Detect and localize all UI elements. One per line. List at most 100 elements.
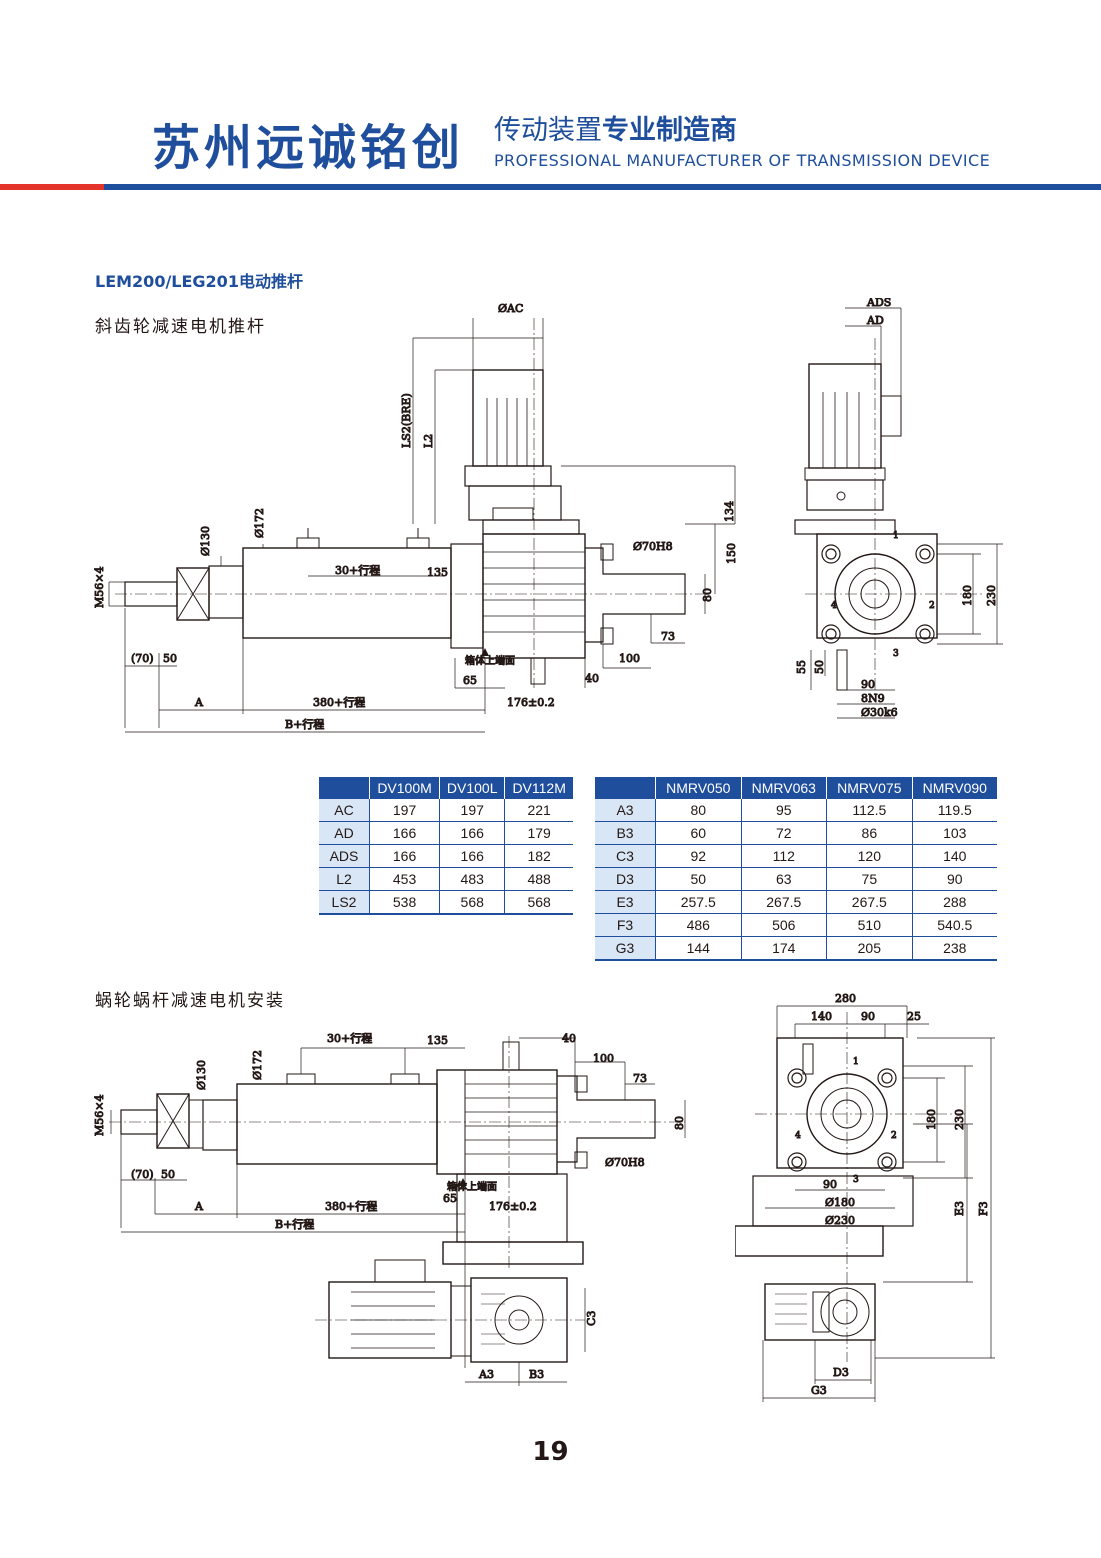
table-cell: 257.5 xyxy=(655,890,742,914)
table-cell: 119.5 xyxy=(911,799,997,822)
table-cell: 483 xyxy=(439,867,505,891)
dim-230: 230 xyxy=(985,585,998,606)
tagline-cn-bold: 专业制造商 xyxy=(602,115,737,146)
table-cell: 238 xyxy=(911,936,997,961)
drawing-helical-side: ØAC LS2(BRE) L2 134 150 Ø70H8 80 73 100 … xyxy=(93,302,739,733)
dim-50: 50 xyxy=(163,652,177,665)
drawing-worm-side: 30+行程 135 40 100 73 80 Ø70H8 Ø172 Ø130 M… xyxy=(93,1032,687,1386)
table-cell: 72 xyxy=(740,821,827,845)
dim-oac: ØAC xyxy=(498,302,523,315)
dim-e3: E3 xyxy=(953,1201,966,1216)
table-cell: 75 xyxy=(826,867,913,891)
table-motor-header: DV100M xyxy=(368,777,440,799)
dim-50: 50 xyxy=(161,1168,175,1181)
table-motor-header: DV100L xyxy=(439,777,505,799)
dim-90b: 90 xyxy=(823,1178,837,1191)
dim-65: 65 xyxy=(463,674,477,687)
table-cell: 179 xyxy=(504,821,573,845)
table-cell: 166 xyxy=(368,844,440,868)
table-cell: 267.5 xyxy=(826,890,913,914)
row-header: F3 xyxy=(595,913,656,937)
dim-130: Ø130 xyxy=(195,1060,208,1090)
table-cell: 90 xyxy=(911,867,997,891)
table-worm-header: NMRV075 xyxy=(826,777,913,799)
dim-172: Ø172 xyxy=(251,1050,264,1080)
row-header: A3 xyxy=(595,799,656,822)
table-cell: 144 xyxy=(655,936,742,961)
table-cell: 221 xyxy=(504,799,573,822)
dim-a: A xyxy=(194,1200,204,1213)
dim-150: 150 xyxy=(725,543,738,564)
table-worm-header: NMRV063 xyxy=(740,777,827,799)
drawing-worm-front: 280 140 90 25 180 230 90 Ø180 Ø230 E3 F3… xyxy=(735,992,995,1402)
dim-230: 230 xyxy=(953,1109,966,1130)
dim-65: 65 xyxy=(443,1192,457,1205)
row-header: ADS xyxy=(319,844,370,868)
dim-134: 134 xyxy=(723,501,736,522)
dim-180d: Ø180 xyxy=(825,1196,855,1209)
brand-name: 苏州远诚铭创 xyxy=(152,120,465,176)
row-header: AC xyxy=(319,799,370,822)
dim-stroke30: 30+行程 xyxy=(335,564,380,577)
tagline-cn-normal: 传动装置 xyxy=(494,115,602,146)
dim-a3: A3 xyxy=(478,1368,494,1381)
dim-a: A xyxy=(194,696,204,709)
table-cell: 510 xyxy=(826,913,913,937)
port-1: 1 xyxy=(853,1057,859,1067)
dim-m56: M56×4 xyxy=(93,567,106,608)
dim-90: 90 xyxy=(861,678,875,691)
dim-100: 100 xyxy=(619,652,640,665)
port-2: 2 xyxy=(891,1131,897,1141)
dim-80: 80 xyxy=(673,1116,686,1130)
port-2: 2 xyxy=(929,601,935,611)
header-rule-blue xyxy=(104,184,1101,190)
dim-180: 180 xyxy=(961,585,974,606)
dim-m56: M56×4 xyxy=(93,1095,106,1136)
dim-135: 135 xyxy=(427,566,448,579)
port-3: 3 xyxy=(853,1175,859,1185)
dim-176: 176±0.2 xyxy=(507,696,555,709)
dim-stroke380: 380+行程 xyxy=(325,1200,377,1213)
dim-135: 135 xyxy=(427,1034,448,1047)
table-cell: 486 xyxy=(655,913,742,937)
dim-70h8: Ø70H8 xyxy=(605,1156,645,1169)
dim-172: Ø172 xyxy=(253,508,266,538)
dim-stroke380: 380+行程 xyxy=(313,696,365,709)
drawing-helical-front: ADS AD 180 230 55 50 90 8N9 Ø30k6 1 2 3 … xyxy=(794,298,1003,720)
tagline-en: PROFESSIONAL MANUFACTURER OF TRANSMISSIO… xyxy=(494,151,991,170)
dim-ads: ADS xyxy=(866,298,891,309)
table-worm-header: NMRV050 xyxy=(655,777,742,799)
dim-30k6: Ø30k6 xyxy=(861,706,898,719)
table-cell: 166 xyxy=(368,821,440,845)
row-header: G3 xyxy=(595,936,656,961)
dim-280: 280 xyxy=(835,992,856,1005)
table-cell: 197 xyxy=(368,799,440,822)
port-4: 4 xyxy=(795,1131,801,1141)
dim-ls2: LS2(BRE) xyxy=(400,393,413,448)
dim-40: 40 xyxy=(585,672,599,685)
table-worm-header xyxy=(595,777,656,799)
dim-bstroke: B+行程 xyxy=(275,1218,314,1231)
table-cell: 86 xyxy=(826,821,913,845)
table-cell: 205 xyxy=(826,936,913,961)
dim-80: 80 xyxy=(701,588,714,602)
row-header: LS2 xyxy=(319,890,370,915)
dim-c3: C3 xyxy=(585,1311,598,1326)
row-header: AD xyxy=(319,821,370,845)
table-cell: 288 xyxy=(911,890,997,914)
dim-230d: Ø230 xyxy=(825,1214,855,1227)
dim-73: 73 xyxy=(633,1072,647,1085)
table-cell: 453 xyxy=(368,867,440,891)
dim-d3: D3 xyxy=(833,1366,849,1379)
dim-50: 50 xyxy=(813,660,826,674)
